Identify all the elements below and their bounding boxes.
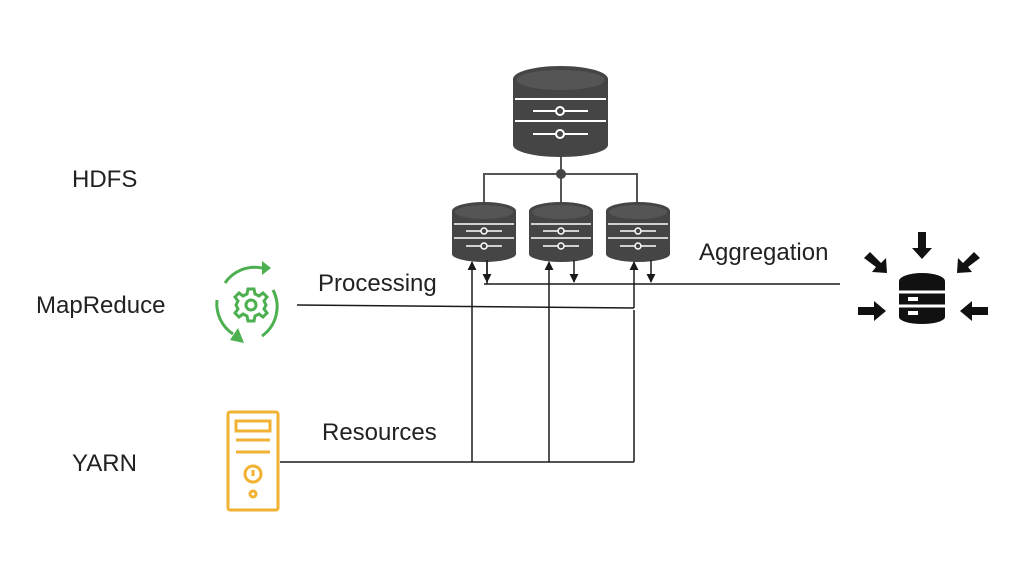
mapreduce-label: MapReduce [36,292,166,319]
data-node-3-icon [606,202,670,262]
yarn-label: YARN [72,450,137,477]
processing-label: Processing [318,270,437,297]
resources-label: Resources [322,419,437,446]
resources-connector [280,261,635,463]
tree-junction-dot [556,169,566,179]
aggregation-connector [482,260,840,285]
processing-connector [296,261,639,309]
aggregation-database-icon [858,232,988,324]
primary-database-icon [513,66,608,157]
aggregation-label: Aggregation [699,239,829,266]
hdfs-label: HDFS [72,166,138,193]
yarn-server-tower-icon [226,410,280,512]
data-node-2-icon [529,202,593,262]
mapreduce-gear-cycle-icon [215,261,279,343]
data-node-1-icon [452,202,516,262]
